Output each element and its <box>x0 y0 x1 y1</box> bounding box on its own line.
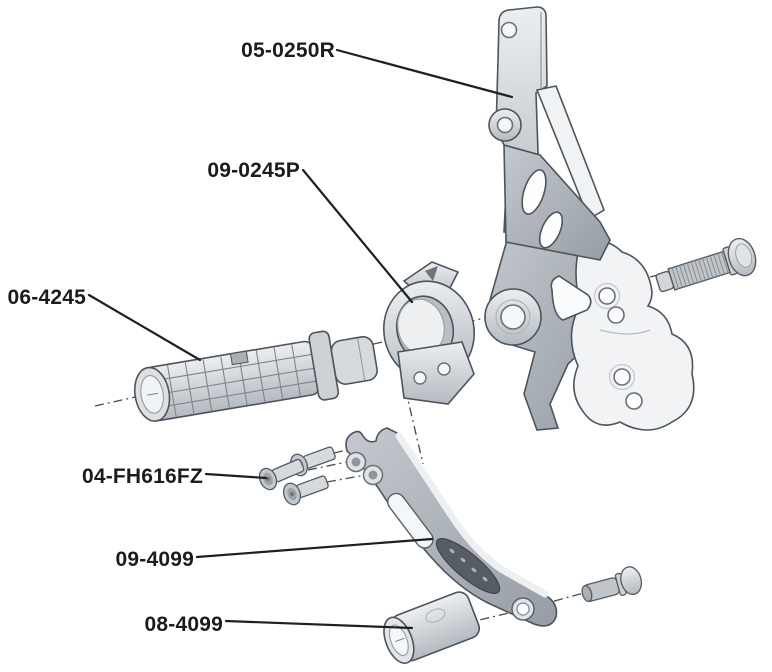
part-06-4245-footpeg <box>133 330 378 422</box>
label-09-0245P: 09-0245P <box>207 159 300 182</box>
leader-08-4099 <box>224 619 414 630</box>
bracket-diagonal-strut <box>535 85 605 221</box>
clamp-tab-notch <box>425 266 438 281</box>
bracket-central-cutout <box>550 275 592 321</box>
footpeg-knurl-pattern <box>147 344 317 417</box>
leader-04-FH616FZ <box>204 472 268 480</box>
footpeg-notch <box>229 350 249 366</box>
lever-arm-hole-1-bore <box>351 457 361 467</box>
bolt-head-dome <box>735 243 753 268</box>
small-bolt-head <box>620 566 643 596</box>
clamp-bottom-flange <box>397 341 475 405</box>
footpeg-mount-stub <box>330 336 378 385</box>
bracket-eye-counterbore <box>495 299 531 335</box>
part-09-4099-lever-arm <box>345 427 558 627</box>
clamp-flange-hole-2 <box>437 362 451 376</box>
leader-05-0250R <box>335 48 514 99</box>
lever-arm-slot <box>387 492 434 549</box>
label-08-4099: 08-4099 <box>145 613 223 636</box>
label-04-FH616FZ: 04-FH616FZ <box>82 465 203 488</box>
part-04-FH616FZ-screws <box>258 446 336 506</box>
label-05-0250R: 05-0250R <box>241 39 335 62</box>
bracket-web-cutout-2 <box>538 211 564 249</box>
bracket-lobe-bores <box>593 282 643 410</box>
bracket-mid-hole <box>496 116 514 134</box>
centerline-screw-3 <box>326 473 372 483</box>
bracket-web <box>503 143 611 261</box>
lever-arm-hole-2-bore <box>368 470 378 480</box>
footpeg-center-mark <box>147 392 159 396</box>
bolt-threads <box>671 251 729 289</box>
bracket-eye-bore <box>500 304 526 330</box>
bracket-web-cutout-1 <box>521 169 547 215</box>
part-08-4099-spacer <box>383 591 481 664</box>
spacer-surface-detail <box>425 608 446 623</box>
leader-lines <box>87 48 514 630</box>
part-05-0250R-bracket <box>484 6 695 431</box>
bracket-lobed-boss <box>570 240 695 431</box>
label-06-4245: 06-4245 <box>8 286 87 309</box>
clamp-flange-hole-1 <box>413 371 427 385</box>
spacer-center-mark <box>394 637 405 643</box>
bracket-top-hole <box>500 21 518 39</box>
lever-arm-top-bevel <box>395 432 549 598</box>
lever-arm-end-bore <box>516 602 530 616</box>
leader-09-0245P <box>301 168 414 304</box>
centerline-screw-1 <box>307 460 353 471</box>
small-bolt-socket-end <box>581 585 593 602</box>
part-labels: 05-0250R 09-0245P 06-4245 04-FH616FZ 09-… <box>8 39 335 636</box>
bracket-lobe-crease <box>599 329 651 335</box>
small-button-bolt <box>581 566 643 602</box>
part-09-0245P-clamp <box>382 261 476 405</box>
large-threaded-bolt <box>655 237 757 293</box>
screw-3 <box>282 475 329 506</box>
leader-06-4245 <box>87 293 202 362</box>
lever-arm-engraving-marks <box>449 548 488 582</box>
footpeg-stub-groove <box>357 338 366 381</box>
leader-09-4099 <box>195 537 434 559</box>
screw-1 <box>258 458 305 491</box>
label-09-4099: 09-4099 <box>116 548 194 571</box>
